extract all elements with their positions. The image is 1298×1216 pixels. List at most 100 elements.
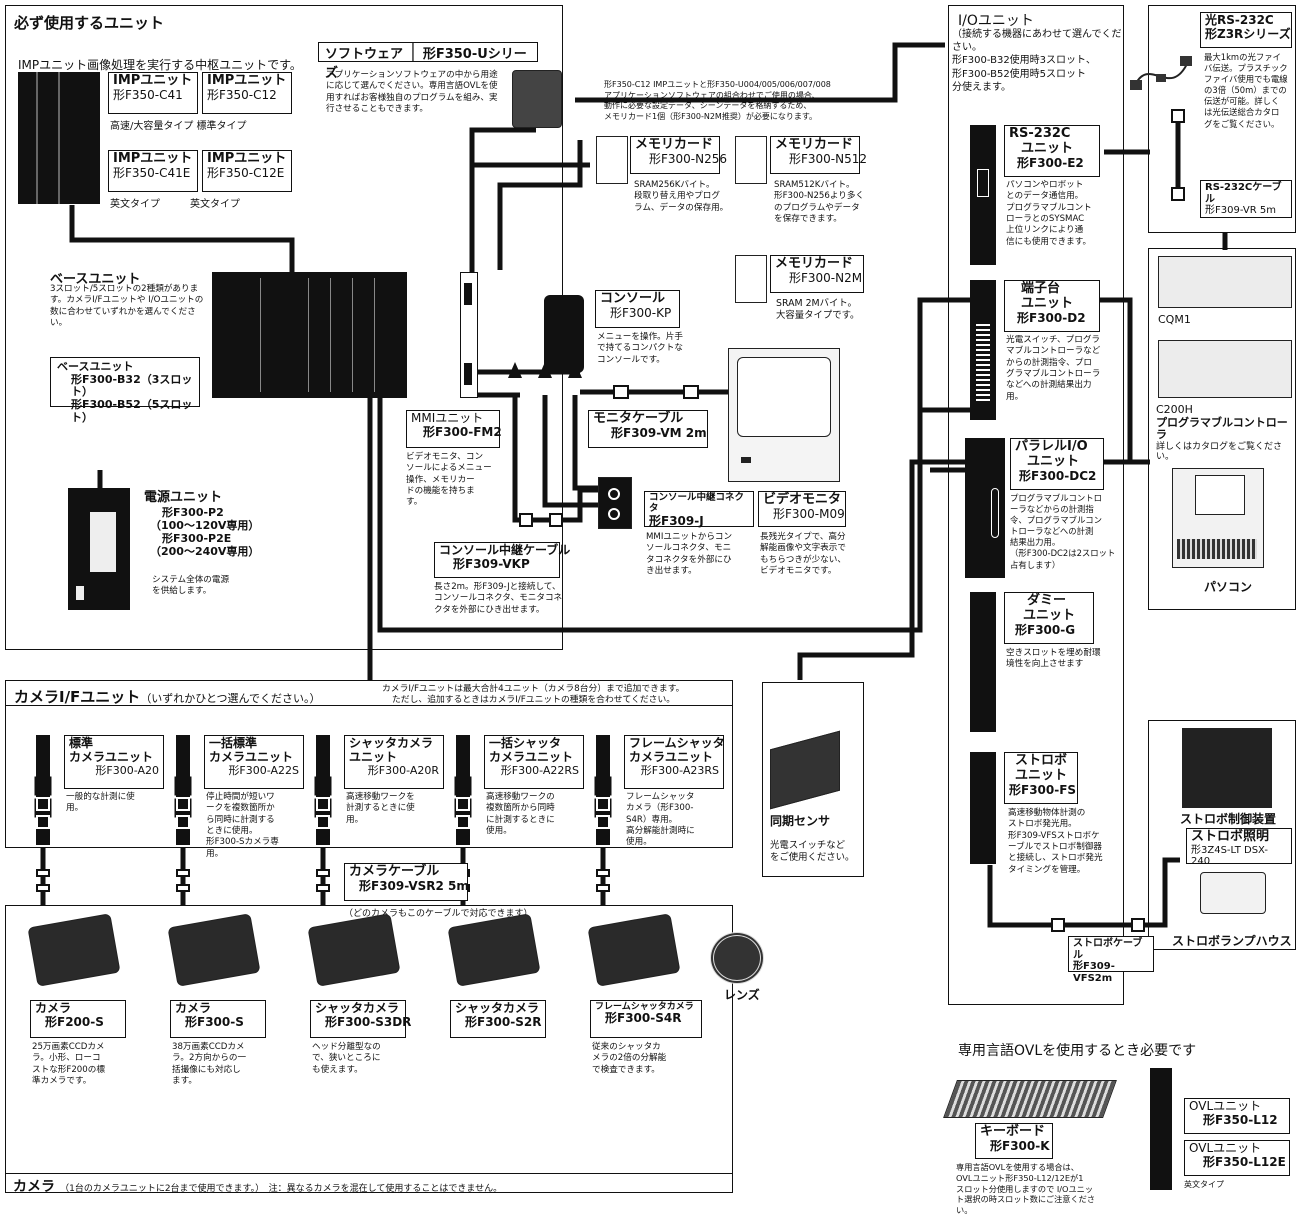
console-desc: メニューを操作。片手 で持てるコンパクトな コンソールです。 [597,332,683,366]
camera-desc: ヘッド分離型なの で、狭いところに も使えます。 [312,1042,381,1076]
camera-box: カメラ 形F300-S [170,1000,266,1038]
rs232c-unit-desc: パソコンやロボット とのデータ通信用。 プログラマブルコント ローラとのSYSM… [1006,180,1092,248]
camera-box: カメラ 形F200-S [30,1000,126,1038]
base-desc: 3スロット/5スロットの2種類があります。カメラI/Fユニットや I/Oユニット… [50,284,208,329]
imp-unit-c12e: IMPユニット形F350-C12E [202,150,292,192]
io-title: I/Oユニット [958,10,1034,30]
camera-cable-box: カメラケーブル形F309-VSR2 5m [344,863,468,901]
imp-unit-illustration [18,72,100,204]
memory-card-n256-icon [596,136,628,184]
cameras-footer: カメラ （1台のカメラユニットに2台まで使用できます。） 注：異なるカメラを混在… [5,1173,733,1198]
strobe-lamp-label: ストロボランプハウス [1172,932,1292,949]
camif-unit-illustration [456,735,470,845]
strobe-unit-box: ストロボユニット形F300-FS [1004,752,1078,804]
console-cable-desc: 長さ2m。形F309-Jと接続して、 コンソールコネクタ、モニタコネ クタを外部… [434,582,562,616]
strobe-controller-illustration [1182,728,1272,808]
mmi-unit-illustration [460,272,478,398]
camif-unit-box: 標準 カメラユニット 形F300-A20 [64,735,164,789]
camif-unit-illustration [176,735,190,845]
camera-desc: 38万画素CCDカメ ラ。2方向からの一 括撮像にも対応し ます。 [172,1042,246,1087]
keyboard-illustration [943,1080,1117,1118]
dummy-unit-illustration [970,592,996,732]
imp-unit-c41e: IMPユニット形F350-C41E [108,150,198,192]
imp-caption-2: 英文タイプ 英文タイプ [110,195,240,210]
rs232c-unit-illustration [970,125,996,265]
strobe-unit-illustration [970,752,996,864]
imp-unit-c41: IMPユニット形F350-C41 [108,72,198,114]
camif-unit-illustration [316,735,330,845]
video-monitor-illustration [728,348,840,482]
pc-illustration [1172,468,1264,568]
software-desc: アプリケーションソフトウェアの中から用途に応じて選んでください。専用言語OVLを… [326,70,506,115]
io-note: （接続する機器にあわせて選んでください。 形F300-B32使用時3スロット、 … [952,28,1122,94]
strobe-lamp-house-illustration [1200,872,1266,914]
camera-desc: 従来のシャッタカ メラの2倍の分解能 で検査できます。 [592,1042,666,1076]
c200h-text: C200H プログラマブルコントローラ 詳しくはカタログをご覧ください。 [1156,404,1298,463]
camera-box: フレームシャッタカメラ 形F300-S4R [590,1000,702,1038]
memory-card-n256: メモリカード形F300-N256 [630,136,720,174]
camif-unit-illustration [36,735,50,845]
camif-unit-desc: 一般的な計測に使 用。 [66,792,135,815]
terminal-unit-box: 端子台ユニット形F300-D2 [1004,280,1100,332]
camif-title: カメラI/Fユニット（いずれかひとつ選んでください。） [14,686,321,707]
software-box: ソフトウェア │ 形F350-Uシリーズ [318,42,538,62]
terminal-unit-desc: 光電スイッチ、プログラ マブルコントローラなど からの計測指令、プロ グラマブル… [1006,335,1100,403]
console-box: コンソール形F300-KP [595,290,680,328]
imp-caption-1: 高速/大容量タイプ 標準タイプ [110,117,247,132]
optical-cable-icon [1130,50,1192,98]
camif-note: カメラI/Fユニットは最大合計4ユニット（カメラ8台分）まで追加できます。 ただ… [382,684,684,707]
memory-card-n512-desc: SRAM512Kバイト。 形F300-N256より多く のプログラムやデータ を… [774,180,864,225]
lens-label: レンズ [724,986,760,1003]
camif-unit-box: フレームシャッタ カメラユニット 形F300-A23RS [624,735,724,789]
sync-sensor-name: 同期センサ [770,812,830,829]
camif-unit-desc: 高速移動ワークの 複数箇所から同時 に計測するときに 使用。 [486,792,555,837]
memory-card-n512-icon [735,136,767,184]
optical-desc: 最大1kmの光ファイ バ伝送。プラスチック ファイバ使用でも電線 の3倍（50m… [1204,52,1288,130]
camif-unit-box: 一括シャッタ カメラユニット 形F300-A22RS [484,735,584,789]
parallel-io-unit-illustration [965,438,1005,578]
ovl-unit-illustration [1150,1068,1172,1190]
imp-intro: IMPユニット画像処理を実行する中枢ユニットです。 [18,56,302,73]
terminal-unit-illustration [970,280,996,420]
memory-card-note: 形F350-C12 IMPユニットと形F350-U004/005/006/007… [604,80,831,122]
imp-unit-c12: IMPユニット形F350-C12 [202,72,292,114]
camif-unit-desc: フレームシャッタ カメラ（形F300- S4R）専用。 高分解能計測時に 使用。 [626,792,695,849]
sync-sensor-desc: 光電スイッチなど をご使用ください。 [770,840,854,865]
strobe-light-box: ストロボ照明形3Z4S-LT DSX-240 [1186,828,1292,864]
memory-card-n512: メモリカード形F300-N512 [770,136,860,174]
dummy-unit-desc: 空きスロットを埋め耐環 境性を向上させます [1006,648,1101,671]
memory-card-n2m-desc: SRAM 2Mバイト。 大容量タイプです。 [776,298,859,323]
cqm1-label: CQM1 [1158,313,1191,326]
camif-unit-illustration [596,735,610,845]
memory-card-n2m: メモリカード形F300-N2M [770,255,864,293]
power-unit-illustration [68,488,130,610]
base-unit-box: ベースユニット 形F300-B32（3スロット） 形F300-B52（5スロット… [50,357,200,407]
video-monitor-desc: 長残光タイプで、高分 解能画像や文字表示で もちらつきが少ない、 ビデオモニタで… [760,532,846,577]
strobe-unit-desc: 高速移動物体計測の ストロボ発光用。 形F309-VFSストロボケ ーブルでスト… [1008,808,1103,876]
console-connector-illustration [598,477,632,529]
ovl-unit-caption: 英文タイプ [1184,1179,1224,1190]
dummy-unit-box: ダミーユニット形F300-G [1004,592,1094,644]
ovl-unit-l12: OVLユニット形F350-L12 [1184,1098,1290,1134]
required-units-title: 必ず使用するユニット [14,12,164,33]
software-disk-icon [512,70,562,128]
cqm1-illustration [1158,256,1292,308]
keyboard-desc: 専用言語OVLを使用する場合は、 OVLユニット形F350-L12/12Eが1 … [956,1162,1095,1216]
ovl-heading: 専用言語OVLを使用するとき必要です [958,1040,1196,1060]
console-connector-box: コンソール中継コネクタ 形F309-J [644,491,754,527]
camif-unit-box: シャッタカメラ ユニット 形F300-A20R [344,735,444,789]
camif-unit-box: 一括標準 カメラユニット 形F300-A22S [204,735,304,789]
power-unit-text: 電源ユニット 形F300-P2 （100～120V専用） 形F300-P2E （… [144,490,259,558]
ovl-unit-l12e: OVLユニット形F350-L12E [1184,1140,1290,1176]
console-connector-desc: MMIユニットからコン ソールコネクタ、モニ タコネクタを外部にひ き出せます。 [646,532,732,577]
strobe-cable-box: ストロボケーブル 形F309-VFS2m [1068,936,1154,972]
camif-unit-desc: 停止時間が短いワ ークを複数箇所か ら同時に計測する ときに使用。 形F300-… [206,792,279,860]
memory-card-n2m-icon [735,255,767,303]
console-cable-box: コンソール中継ケーブル形F309-VKP [434,542,560,578]
console-illustration [544,295,584,373]
keyboard-box: キーボード形F300-K [975,1123,1053,1159]
camera-box: シャッタカメラ 形F300-S2R [450,1000,546,1038]
